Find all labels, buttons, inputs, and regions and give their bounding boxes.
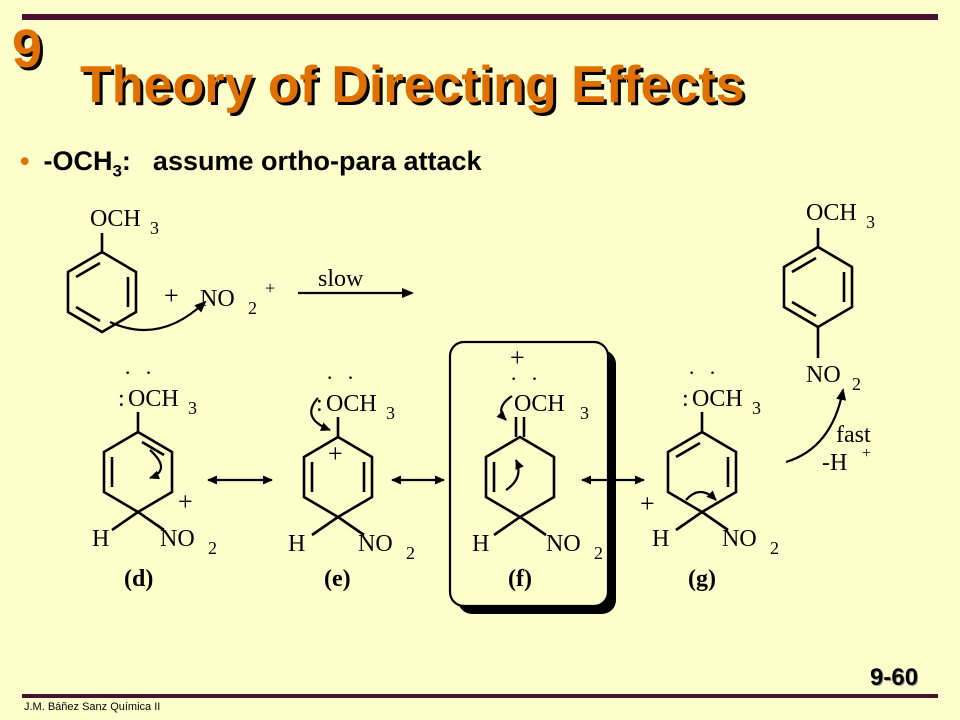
e-h: H [288, 531, 305, 557]
f-label: (f) [508, 566, 532, 592]
bullet-dot-icon: • [20, 146, 30, 176]
g-label: (g) [688, 566, 716, 592]
slow-label: slow [318, 266, 364, 292]
d-h: H [92, 526, 109, 552]
fast-step: fast -H + [785, 388, 871, 476]
d-och: OCH [128, 386, 179, 412]
bullet-group-subscript: 3 [112, 161, 122, 181]
nitronium-charge: + [265, 278, 275, 298]
intermediate-d: · · : OCH 3 + H NO 2 (d) [92, 360, 217, 592]
fast-arrow-icon [785, 388, 847, 464]
bottom-rule [22, 694, 938, 698]
g-lone-pair: · · [688, 360, 720, 385]
bullet-group: -OCH [43, 146, 113, 176]
f-och: OCH [514, 391, 565, 417]
anisole-och: OCH [90, 206, 141, 232]
d-charge: + [178, 487, 193, 516]
bullet-text: assume ortho-para attack [152, 146, 482, 176]
e-no: NO [358, 531, 393, 557]
anisole-structure: OCH 3 [66, 206, 207, 334]
g-colon: : [682, 386, 689, 412]
curved-arrow-attack-icon [109, 300, 207, 332]
e-no-sub: 2 [406, 543, 415, 563]
g-och-sub: 3 [752, 398, 761, 418]
g-charge: + [640, 489, 655, 518]
f-och-sub: 3 [580, 403, 589, 423]
intermediate-e: · · : OCH 3 + H NO 2 (e) [288, 365, 415, 592]
g-h: H [652, 526, 669, 552]
nitronium-no: NO [200, 286, 235, 312]
reagent-nitronium: + NO 2 + [164, 278, 275, 318]
product-och: OCH [806, 200, 857, 226]
d-lone-pair: · · [124, 360, 156, 385]
product-no-sub: 2 [852, 374, 861, 394]
loss-charge: + [862, 445, 871, 462]
e-colon: : [316, 391, 323, 417]
d-colon: : [118, 386, 125, 412]
product-och-sub: 3 [866, 212, 875, 232]
intermediate-g: · · : OCH 3 + H NO 2 (g) [640, 360, 779, 592]
fast-label: fast [836, 422, 871, 448]
slow-step: slow [298, 266, 414, 298]
nitronium-sub: 2 [248, 298, 257, 318]
f-lone-pair: · · [510, 366, 542, 391]
plus-sign: + [164, 281, 179, 310]
f-charge: + [510, 343, 525, 372]
d-label: (d) [124, 566, 153, 592]
footer-author: J.M. Báñez Sanz Química II [24, 701, 161, 713]
product-structure: OCH 3 NO 2 [782, 200, 875, 394]
slide-number: 9-60 [870, 664, 919, 691]
product-no: NO [806, 362, 841, 388]
anisole-och-sub: 3 [150, 218, 159, 238]
f-no: NO [546, 531, 581, 557]
g-no-sub: 2 [770, 538, 779, 558]
highlight-box [448, 340, 610, 608]
bullet-point: • -OCH3: assume ortho-para attack [20, 146, 482, 181]
d-no: NO [160, 526, 195, 552]
e-label: (e) [324, 566, 351, 592]
e-lone-pair: · · [326, 365, 358, 390]
d-no-sub: 2 [208, 538, 217, 558]
chapter-number: 9 [12, 19, 43, 79]
slide-title: Theory of Directing Effects [80, 56, 745, 114]
e-och-sub: 3 [386, 403, 395, 423]
f-no-sub: 2 [594, 543, 603, 563]
intermediate-f: + · · OCH 3 H NO 2 (f) [472, 343, 603, 592]
bullet-colon: : [121, 146, 131, 176]
d-och-sub: 3 [188, 398, 197, 418]
e-charge: + [328, 439, 343, 468]
f-h: H [472, 531, 489, 557]
g-no: NO [722, 526, 757, 552]
g-och: OCH [692, 386, 743, 412]
e-och: OCH [326, 391, 377, 417]
top-rule [22, 14, 938, 20]
loss-label: -H [822, 450, 847, 476]
